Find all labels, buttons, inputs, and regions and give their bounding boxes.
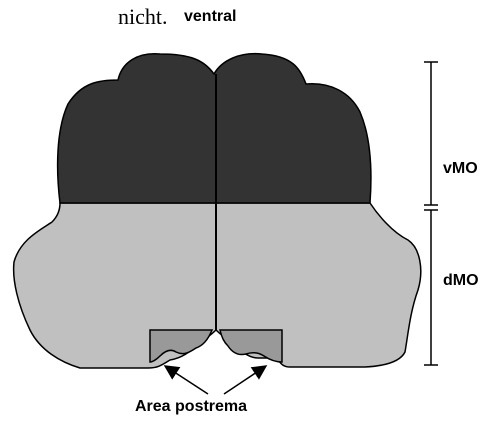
arrow-left [165, 366, 208, 394]
ventral-region [58, 54, 371, 203]
dmo-scale-bar [424, 210, 438, 365]
dorsal-region [14, 203, 421, 368]
arrow-right [224, 366, 266, 394]
vmo-scale-bar [424, 62, 438, 205]
